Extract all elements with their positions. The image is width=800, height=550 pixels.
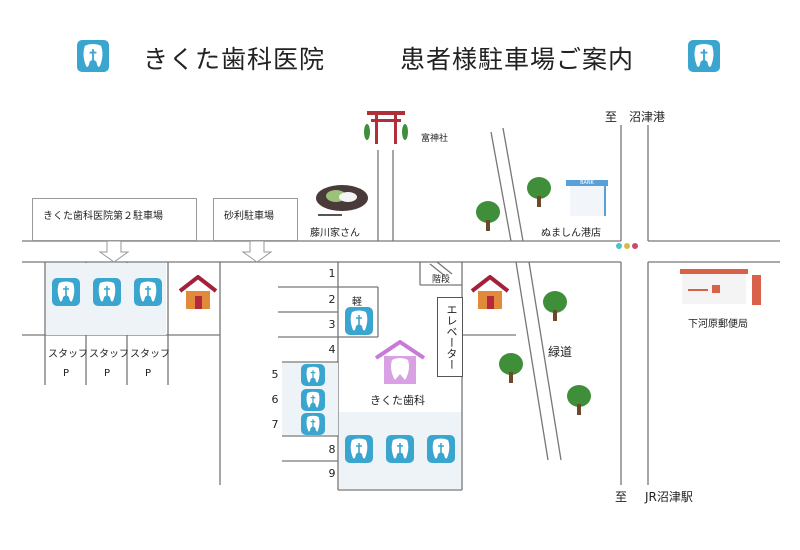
tooth-logo-icon	[77, 40, 109, 72]
sweets-plate-icon	[316, 185, 368, 216]
tooth-parking-icon	[134, 278, 162, 306]
torii-shrine-icon	[364, 111, 408, 144]
bank-icon	[570, 186, 606, 216]
tooth-parking-icon	[301, 389, 325, 411]
bank-label: ぬましん港店	[541, 228, 601, 239]
tooth-parking-icon	[301, 413, 325, 435]
tooth-parking-icon	[386, 435, 414, 463]
south-direction: JR沼津駅	[645, 490, 693, 504]
tooth-parking-icon	[93, 278, 121, 306]
clinic-label: きくた歯科	[370, 394, 425, 407]
staff-space-label: スタッフ	[48, 349, 88, 360]
shrine-label: 富神社	[421, 134, 449, 144]
staff-p-mark: P	[145, 368, 152, 379]
tooth-parking-icon	[345, 307, 373, 335]
space-number: 5	[271, 368, 279, 381]
tooth-parking-icon	[427, 435, 455, 463]
post-office-icon	[680, 269, 761, 305]
tree-icon	[542, 290, 568, 322]
callout-second-lot: きくた歯科医院第２駐車場	[32, 198, 197, 241]
kei-label: 軽	[352, 297, 362, 308]
space-number: 3	[328, 318, 336, 331]
tooth-logo-icon	[688, 40, 720, 72]
sweets-shop-label: 藤川家さん	[310, 228, 360, 239]
space-number: 7	[271, 418, 279, 431]
callout-gravel-lot: 砂利駐車場	[213, 198, 298, 241]
post-office-label: 下河原郵便局	[688, 319, 748, 330]
bank-sign: BANK	[566, 180, 608, 186]
stairs-label: 階段	[432, 275, 451, 285]
staff-p-mark: P	[104, 368, 111, 379]
tooth-parking-icon	[52, 278, 80, 306]
elevator-label: エレベーター	[437, 297, 463, 377]
clinic-house-icon	[374, 340, 426, 384]
tree-icon	[498, 352, 524, 384]
space-number: 2	[328, 293, 336, 306]
page-title: 患者様駐車場ご案内	[400, 45, 635, 74]
traffic-light-icon	[616, 243, 638, 249]
tooth-parking-icon	[345, 435, 373, 463]
staff-space-label: スタッフ	[89, 349, 129, 360]
space-number: 9	[328, 467, 336, 480]
space-number: 4	[328, 343, 336, 356]
house-icon	[178, 275, 218, 309]
tree-icon	[475, 200, 501, 232]
tree-icon	[526, 176, 552, 208]
space-number: 8	[328, 443, 336, 456]
tooth-parking-icon	[301, 364, 325, 386]
space-number: 1	[328, 267, 336, 280]
space-number: 6	[271, 393, 279, 406]
staff-p-mark: P	[63, 368, 70, 379]
tree-icon	[566, 384, 592, 416]
north-direction: 至 沼津港	[605, 110, 666, 124]
house-icon	[470, 275, 510, 309]
green-path-label: 緑道	[548, 345, 573, 359]
south-direction-prefix: 至	[615, 490, 628, 504]
clinic-name: きくた歯科医院	[143, 45, 326, 74]
staff-space-label: スタッフ	[130, 349, 170, 360]
